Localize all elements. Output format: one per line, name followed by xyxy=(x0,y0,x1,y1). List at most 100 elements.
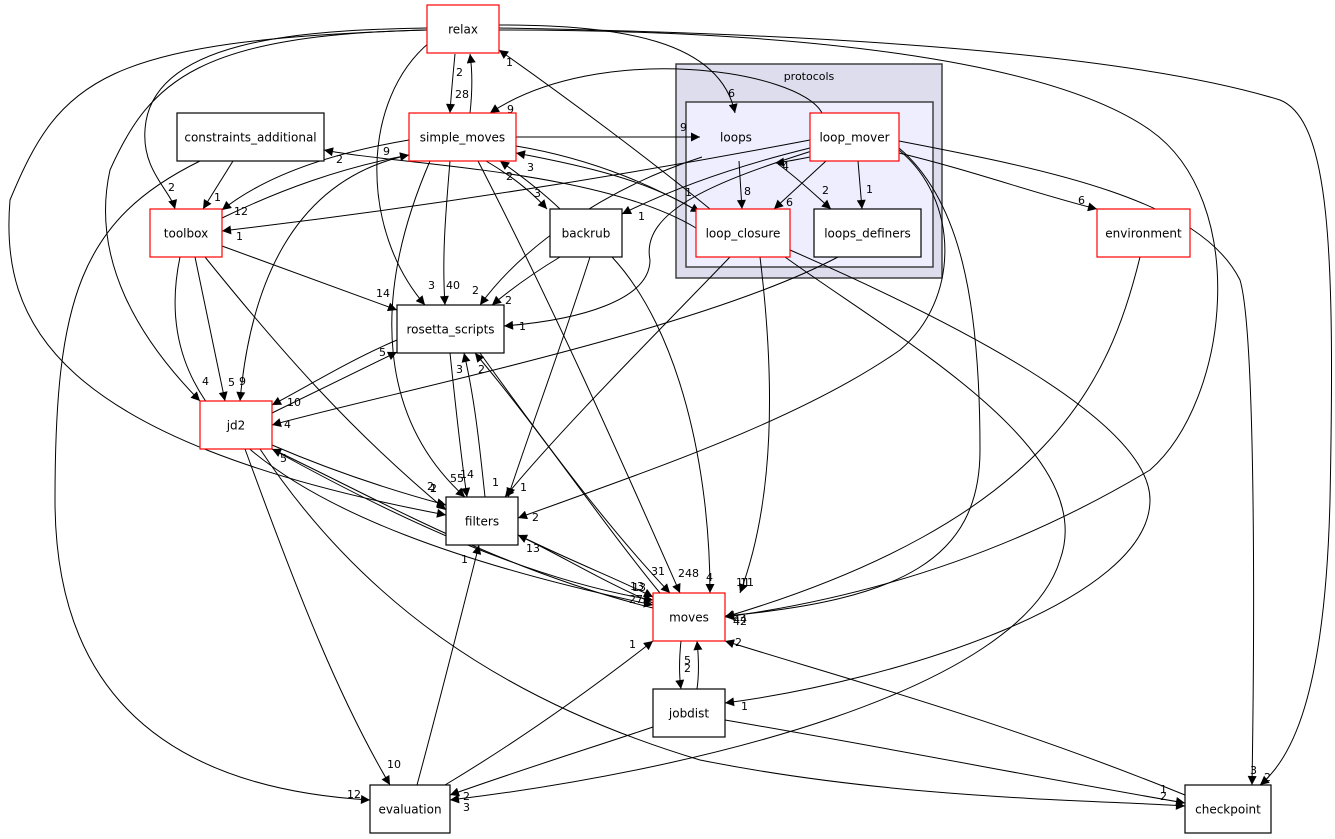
node-box[interactable] xyxy=(652,592,726,642)
edge-label[interactable]: 2 xyxy=(1160,790,1167,803)
edge-label[interactable]: 4 xyxy=(284,418,291,431)
node-box[interactable] xyxy=(176,112,325,162)
edge-label[interactable]: 3 xyxy=(428,279,435,292)
edge-label[interactable]: 4 xyxy=(202,375,209,388)
edge-loop_closure-to-constraints_additional[interactable] xyxy=(323,147,697,229)
edge-label[interactable]: 1 xyxy=(506,56,513,69)
edge-label[interactable]: 2 xyxy=(506,170,513,183)
edge-label[interactable]: 2 xyxy=(822,184,829,197)
edge-filters-to-rosetta_scripts[interactable] xyxy=(461,352,486,498)
node-box[interactable] xyxy=(1184,784,1272,834)
edge-label[interactable]: 11 xyxy=(740,576,754,589)
node-environment[interactable]: environment xyxy=(1096,208,1191,258)
edge-label[interactable]: 3 xyxy=(527,161,534,174)
edge-backrub-to-rosetta_scripts[interactable] xyxy=(491,256,561,306)
edge-jd2-to-filters[interactable] xyxy=(271,444,447,508)
edge-label[interactable]: 5 xyxy=(228,376,235,389)
node-toolbox[interactable]: toolbox xyxy=(149,208,223,258)
node-label[interactable]: relax xyxy=(448,23,478,37)
edge-label[interactable]: 5 xyxy=(379,346,386,359)
edge-loop_mover-to-simple_moves[interactable] xyxy=(489,68,823,114)
edge-label[interactable]: 1 xyxy=(629,638,636,651)
edge-loop_mover-to-loops_definers[interactable] xyxy=(856,160,866,210)
edge-toolbox-to-moves[interactable] xyxy=(174,256,654,608)
edge-jd2-to-evaluation[interactable] xyxy=(244,448,391,786)
edge-loop_mover-to-loop_closure[interactable] xyxy=(773,160,827,210)
edge-loop_closure-to-jobdist[interactable] xyxy=(724,249,1151,707)
edge-label[interactable]: 1 xyxy=(492,476,499,489)
edge-label[interactable]: 9 xyxy=(680,121,687,134)
edge-simple_moves-to-backrub[interactable] xyxy=(485,160,548,210)
node-backrub[interactable]: backrub xyxy=(549,208,623,258)
edge-loop_closure-to-evaluation[interactable] xyxy=(449,256,1066,804)
node-label[interactable]: moves xyxy=(669,611,709,625)
node-simple-moves[interactable]: simple_moves xyxy=(408,112,517,162)
edge-label[interactable]: 1 xyxy=(685,186,692,199)
node-box[interactable] xyxy=(445,496,519,546)
edge-simple_moves-to-loop_closure[interactable] xyxy=(515,145,701,213)
node-label[interactable]: environment xyxy=(1105,227,1182,241)
edge-label[interactable]: 2 xyxy=(336,153,343,166)
edge-loop_mover-to-filters[interactable] xyxy=(517,149,946,520)
node-checkpoint[interactable]: checkpoint xyxy=(1184,784,1272,834)
edge-label[interactable]: 3 xyxy=(456,363,463,376)
edge-label[interactable]: 1 xyxy=(638,210,645,223)
node-loop-closure[interactable]: loop_closure xyxy=(695,208,791,258)
edge-label[interactable]: 2 xyxy=(463,790,470,803)
edge-loops-to-loops_definers[interactable] xyxy=(777,163,832,210)
edge-label[interactable]: 27 xyxy=(629,593,643,606)
node-evaluation[interactable]: evaluation xyxy=(369,784,451,834)
edge-label[interactable]: 1 xyxy=(461,553,468,566)
edge-loop_mover-to-rosetta_scripts[interactable] xyxy=(503,149,816,330)
edge-label[interactable]: 10 xyxy=(287,396,301,409)
edge-simple_moves-to-toolbox[interactable] xyxy=(221,139,410,211)
node-box[interactable] xyxy=(809,112,900,162)
edge-label[interactable]: 2 xyxy=(427,480,434,493)
edge-label[interactable]: 2 xyxy=(505,294,512,307)
edge-backrub-to-filters[interactable] xyxy=(506,256,591,498)
edge-label[interactable]: 31 xyxy=(651,565,665,578)
edge-label[interactable]: 42 xyxy=(733,615,747,628)
node-label[interactable]: loop_closure xyxy=(706,227,781,241)
edge-label[interactable]: 55 xyxy=(450,472,464,485)
edge-label[interactable]: 13 xyxy=(630,580,644,593)
edge-loop_closure-to-moves[interactable] xyxy=(738,256,770,594)
edge-loop_mover-to-environment[interactable] xyxy=(898,152,1098,212)
edge-loop_closure-to-simple_moves[interactable] xyxy=(515,150,701,214)
node-filters[interactable]: filters xyxy=(445,496,519,546)
node-box[interactable] xyxy=(549,208,623,258)
node-constraints-additional[interactable]: constraints_additional xyxy=(176,112,325,162)
edge-simple_moves-to-relax[interactable] xyxy=(466,53,476,114)
edge-simple_moves-to-moves[interactable] xyxy=(477,160,681,594)
edge-label[interactable]: 13 xyxy=(526,542,540,555)
edge-loop_closure-to-relax[interactable] xyxy=(498,49,711,210)
edge-label[interactable]: 2 xyxy=(472,284,479,297)
edge-label[interactable]: 2 xyxy=(1264,771,1271,784)
edge-relax-to-checkpoint[interactable] xyxy=(498,27,1333,786)
edge-environment-to-moves[interactable] xyxy=(724,256,1141,619)
edge-loop_mover-to-backrub[interactable] xyxy=(621,147,811,215)
node-rosetta-scripts[interactable]: rosetta_scripts xyxy=(396,304,505,354)
edge-relax-to-moves[interactable] xyxy=(498,29,1219,621)
edge-label[interactable]: 10 xyxy=(387,758,401,771)
edge-label[interactable]: 1 xyxy=(1160,783,1167,796)
edge-jd2-to-rosetta_scripts[interactable] xyxy=(271,351,398,414)
node-loops-definers[interactable]: loops_definers xyxy=(813,208,922,258)
edge-label[interactable]: 5 xyxy=(684,654,691,667)
edge-label[interactable]: 40 xyxy=(446,279,460,292)
node-box[interactable] xyxy=(813,208,922,258)
edge-label[interactable]: 5 xyxy=(280,452,287,465)
edge-label[interactable]: 4 xyxy=(782,160,789,173)
edge-backrub-to-simple_moves[interactable] xyxy=(499,160,561,210)
edge-label[interactable]: 8 xyxy=(744,185,751,198)
node-label[interactable]: toolbox xyxy=(164,227,208,241)
edge-label[interactable]: 6 xyxy=(1078,194,1085,207)
node-box[interactable] xyxy=(408,112,517,162)
edge-constraints_additional-to-toolbox[interactable] xyxy=(202,160,234,210)
edge-label[interactable]: 1 xyxy=(741,700,748,713)
edge-label[interactable]: 3 xyxy=(1250,764,1257,777)
edge-jobdist-to-evaluation[interactable] xyxy=(449,726,654,797)
edge-label[interactable]: 6 xyxy=(728,87,735,100)
node-box[interactable] xyxy=(199,400,273,450)
node-box[interactable] xyxy=(369,784,451,834)
